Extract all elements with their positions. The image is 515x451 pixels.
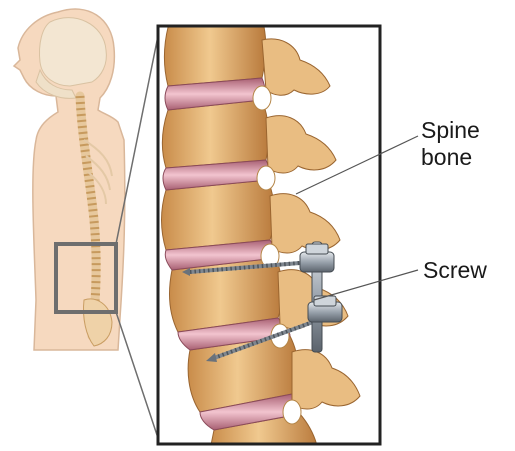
spine-bone-label-line1: Spine bbox=[421, 117, 511, 144]
spine-bone-label: Spine bone bbox=[421, 117, 511, 171]
zoom-panel bbox=[158, 18, 380, 450]
screw-head-upper-icon bbox=[300, 252, 334, 272]
screw-label: Screw bbox=[423, 257, 487, 284]
body-silhouette bbox=[14, 9, 160, 444]
spine-bone-label-line2: bone bbox=[421, 144, 511, 171]
connector-line-bottom bbox=[116, 312, 160, 444]
